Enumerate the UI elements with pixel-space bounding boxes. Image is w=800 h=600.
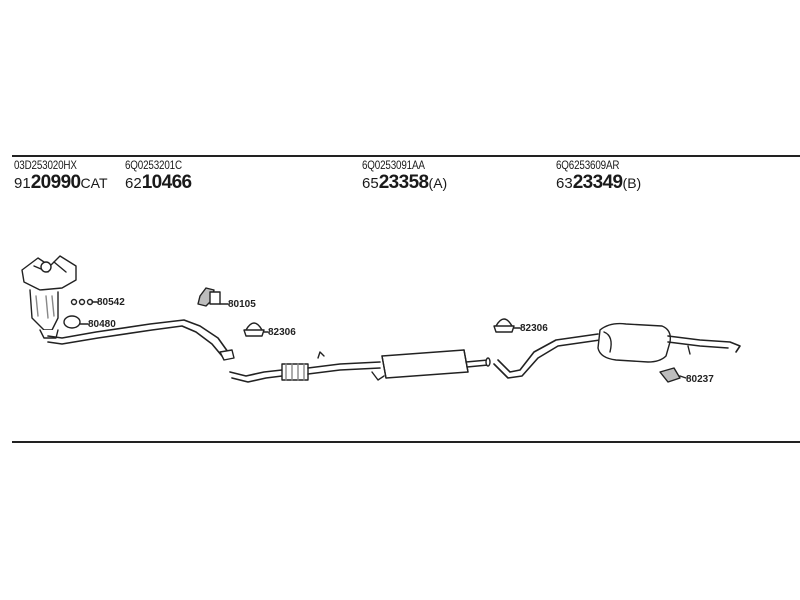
front-pipe-icon (47, 319, 235, 361)
oem-number: 6Q6253609AR (556, 158, 620, 172)
ref-number: 9120990CAT (14, 172, 108, 193)
callout-rubber-hanger: 80105 (228, 299, 256, 310)
oem-number: 03D253020HX (14, 158, 77, 172)
rubber-hanger-icon (659, 367, 681, 383)
oem-number: 6Q0253091AA (362, 158, 425, 172)
rubber-hanger-icon (197, 287, 221, 307)
ref-number: 6210466 (125, 172, 192, 193)
clamp-icon (243, 322, 265, 337)
bottom-divider (12, 441, 800, 443)
top-divider (12, 155, 800, 157)
flex-pipe-icon (229, 351, 385, 383)
part-rear-silencer[interactable]: 6Q6253609AR 6323349(B) (556, 158, 641, 194)
callout-clamp: 82306 (520, 323, 548, 334)
middle-silencer-icon (381, 349, 491, 379)
callout-gasket: 80542 (97, 297, 125, 308)
rear-silencer-icon (597, 322, 741, 363)
part-middle-silencer[interactable]: 6Q0253091AA 6523358(A) (362, 158, 447, 194)
part-catalytic-converter[interactable]: 03D253020HX 9120990CAT (14, 158, 108, 194)
ref-number: 6323349(B) (556, 172, 642, 193)
ref-number: 6523358(A) (362, 172, 448, 193)
callout-rubber-hanger: 80237 (686, 374, 714, 385)
part-front-pipe[interactable]: 6Q0253201C 6210466 (125, 158, 194, 194)
oem-number: 6Q0253201C (125, 158, 182, 172)
catalytic-converter-icon (21, 255, 77, 339)
rear-pipe-icon (493, 333, 601, 379)
clamp-icon (493, 318, 515, 333)
callout-gasket: 80480 (88, 319, 116, 330)
callout-clamp: 82306 (268, 327, 296, 338)
